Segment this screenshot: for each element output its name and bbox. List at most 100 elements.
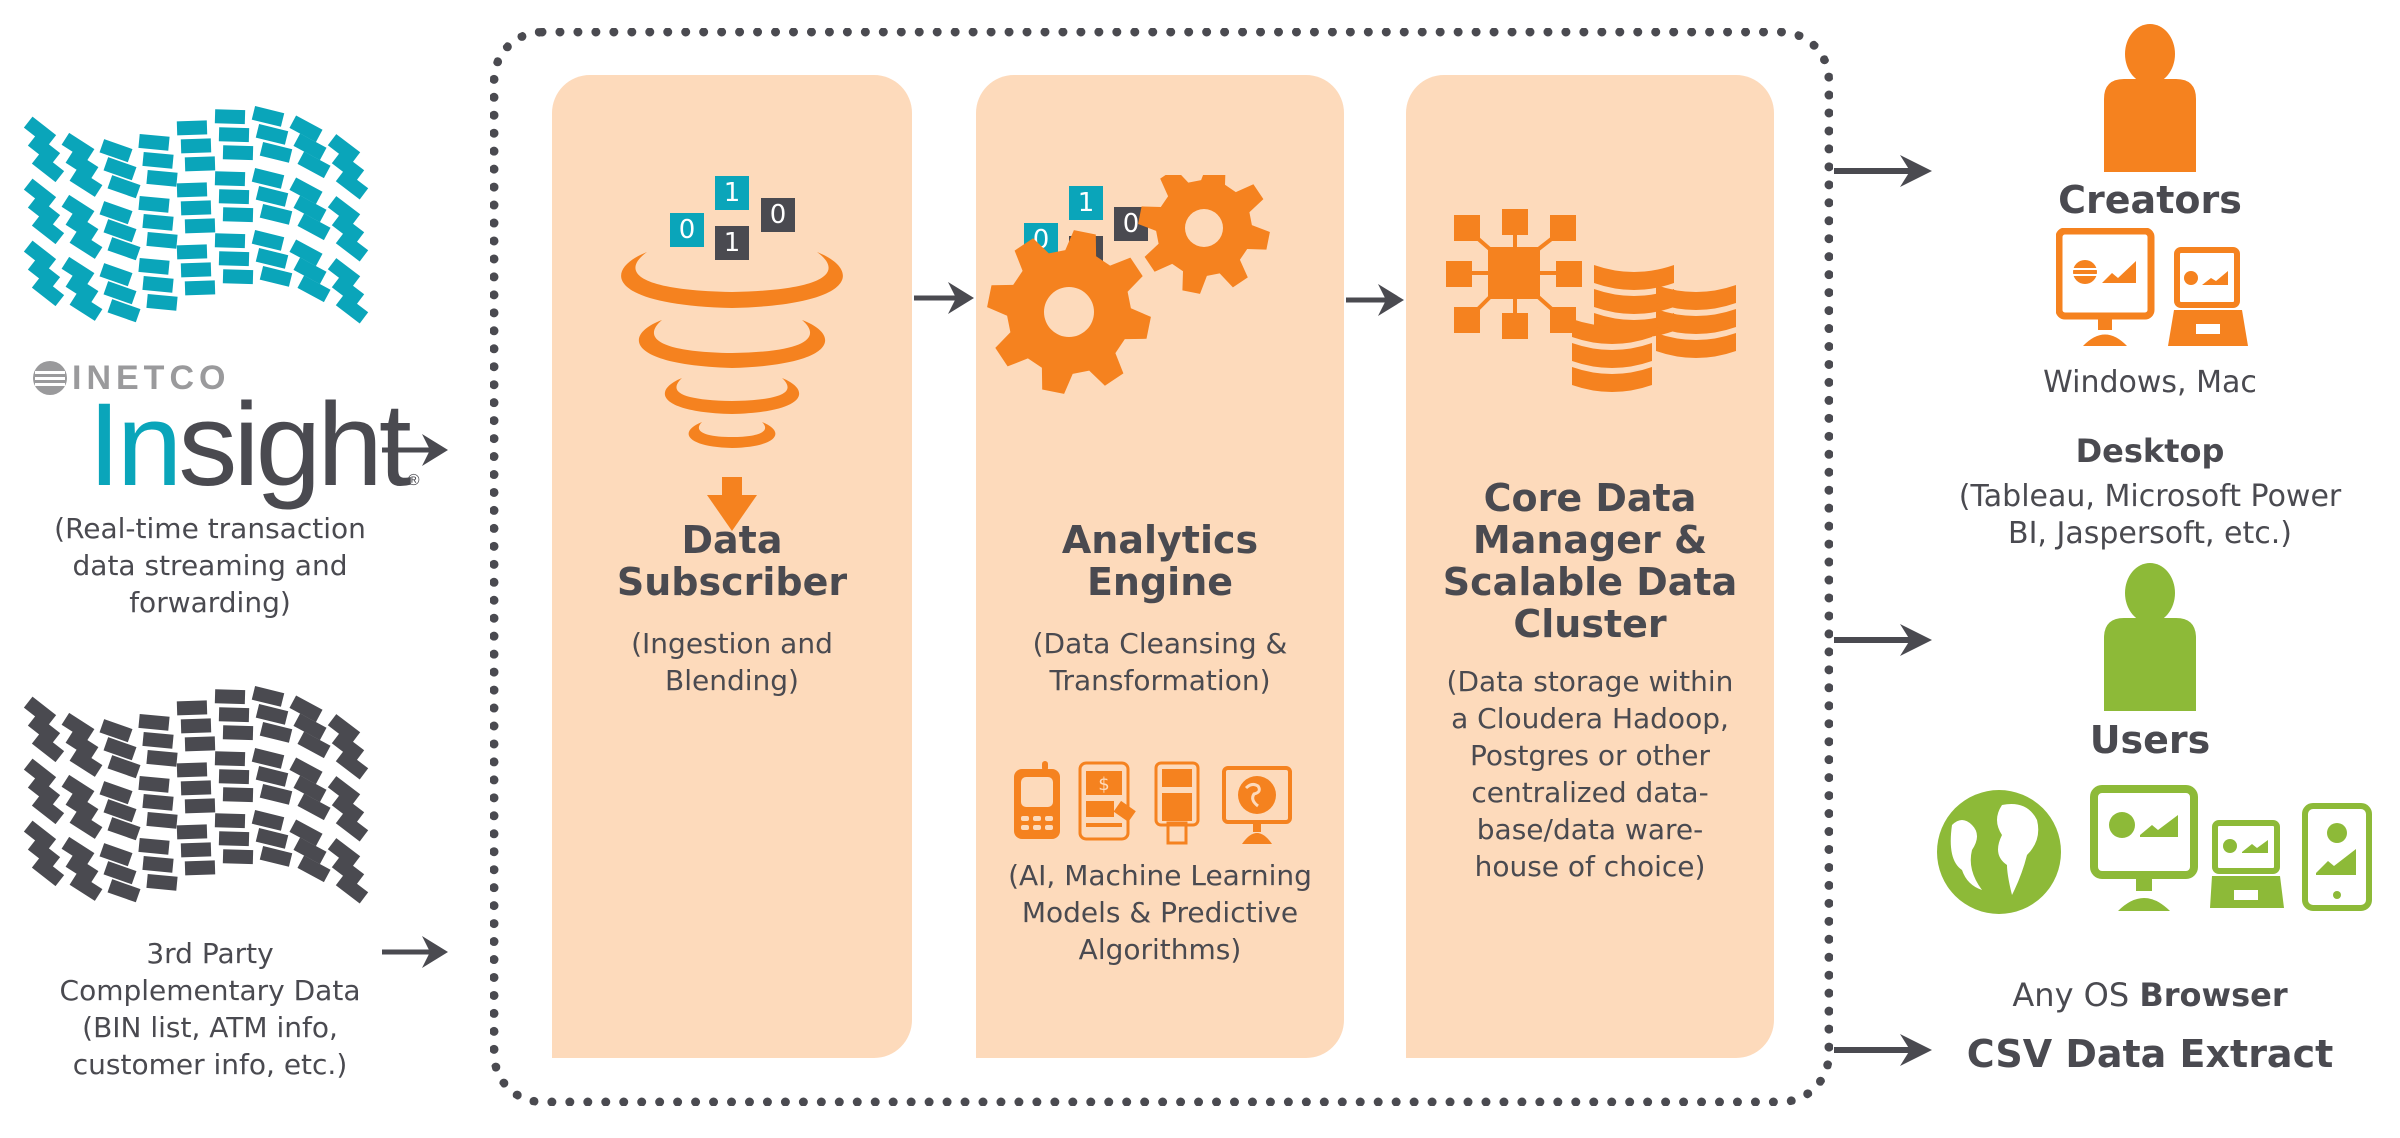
panel-analytics-engine: 0 1 1 0 Analytics Engine (Data Cleansing… (976, 75, 1344, 1058)
network-database-icon (1446, 209, 1736, 392)
binary-tile (331, 152, 365, 182)
binary-tile (214, 689, 246, 705)
binary-tile (65, 792, 99, 821)
binary-tile (138, 195, 170, 213)
arrow-to-users (1834, 624, 1932, 656)
binary-tile (335, 232, 369, 262)
binary-tile (251, 106, 285, 127)
binary-tile (138, 775, 170, 793)
binary-tile (142, 793, 174, 811)
arrow-third-party-to-pipeline (382, 936, 448, 968)
binary-tile (293, 837, 327, 865)
arrow-to-csv-extract (1834, 1034, 1932, 1066)
binary-tile (184, 156, 216, 172)
binary-tile (251, 686, 285, 707)
binary-tile (218, 769, 250, 785)
arrow-engine-to-core (1346, 284, 1404, 316)
users-platform-prefix: Any OS (2012, 976, 2140, 1014)
bit-square: 1 (715, 176, 749, 210)
binary-tile (255, 828, 289, 849)
binary-tile (251, 168, 285, 189)
binary-tile (107, 299, 141, 323)
panel-subtitle: (Data storage within a Cloudera Hadoop, … (1446, 665, 1734, 883)
binary-tile (251, 810, 285, 831)
binary-tile (23, 758, 57, 789)
laptop-browser-icon (2210, 820, 2284, 908)
arrow-to-creators (1834, 155, 1932, 187)
binary-tile (99, 201, 133, 225)
binary-tile (218, 831, 250, 847)
binary-tile (331, 214, 365, 244)
panel-subtitle: (Ingestion and Blending) (631, 627, 833, 697)
binary-tile (69, 872, 103, 901)
binary-tile (142, 151, 174, 169)
binary-tile (69, 292, 103, 321)
binary-tile (107, 237, 141, 261)
binary-tile (61, 774, 95, 803)
binary-tile (146, 293, 178, 311)
binary-tile (255, 186, 289, 207)
binary-tile (259, 266, 293, 287)
binary-tile (335, 750, 369, 780)
binary-tile (107, 879, 141, 903)
panel-data-subscriber: 0 1 1 0 Data Subscriber (Ingestion and B… (552, 75, 912, 1058)
bit-square: 0 (761, 198, 795, 232)
binary-tile (184, 860, 216, 876)
binary-tile (65, 212, 99, 241)
binary-tile (31, 214, 65, 245)
panel-subtitle: (Data Cleansing & Transformation) (1032, 627, 1288, 697)
binary-tile (99, 139, 133, 163)
desktop-computer-icon (2056, 228, 2248, 346)
binary-tile (176, 824, 208, 840)
binary-tile (297, 855, 331, 883)
pos-terminal-icon (1154, 761, 1200, 845)
binary-tile (218, 251, 250, 267)
binary-tile (69, 168, 103, 197)
binary-tile (31, 732, 65, 763)
binary-tile (69, 810, 103, 839)
binary-tile (180, 262, 212, 278)
binary-tile (146, 749, 178, 767)
binary-tile (31, 794, 65, 825)
bit-square: 0 (670, 213, 704, 247)
binary-tile (293, 713, 327, 741)
binary-tile (103, 861, 137, 885)
binary-tile (180, 200, 212, 216)
binary-tile (293, 195, 327, 223)
binary-tile (222, 725, 254, 741)
desktop-browser-icon (2090, 785, 2198, 911)
panel-core-data-manager: Core Data Manager & Scalable Data Cluste… (1406, 75, 1774, 1058)
binary-tile (289, 115, 323, 143)
binary-tile (176, 700, 208, 716)
binary-tile (69, 748, 103, 777)
binary-data-wave-icon-gray (23, 686, 369, 904)
binary-tile (214, 109, 246, 125)
panel-title: Analytics Engine (1061, 518, 1259, 604)
atm-icon: $ (1078, 761, 1136, 841)
binary-tile (327, 196, 361, 226)
inetco-brand-text: INETCO (72, 358, 231, 397)
binary-tile (297, 275, 331, 303)
binary-tile (327, 776, 361, 806)
binary-tile (331, 856, 365, 886)
binary-tile (214, 751, 246, 767)
database-disk (1656, 309, 1736, 334)
binary-tile (251, 748, 285, 769)
binary-tile (327, 838, 361, 868)
binary-tile (327, 714, 361, 744)
gears-icon (987, 175, 1270, 394)
database-disk (1656, 285, 1736, 310)
binary-tile (176, 120, 208, 136)
inetco-logo-icon (33, 361, 67, 395)
binary-tile (27, 776, 61, 807)
binary-tile (146, 873, 178, 891)
binary-tile (335, 170, 369, 200)
binary-tile (255, 124, 289, 145)
panel-title: Data Subscriber (616, 518, 848, 604)
globe-icon (1937, 790, 2061, 914)
binary-tile (289, 695, 323, 723)
binary-tile (176, 244, 208, 260)
database-disk (1572, 319, 1652, 344)
binary-tile (138, 257, 170, 275)
binary-data-wave-icon-teal (23, 106, 369, 324)
